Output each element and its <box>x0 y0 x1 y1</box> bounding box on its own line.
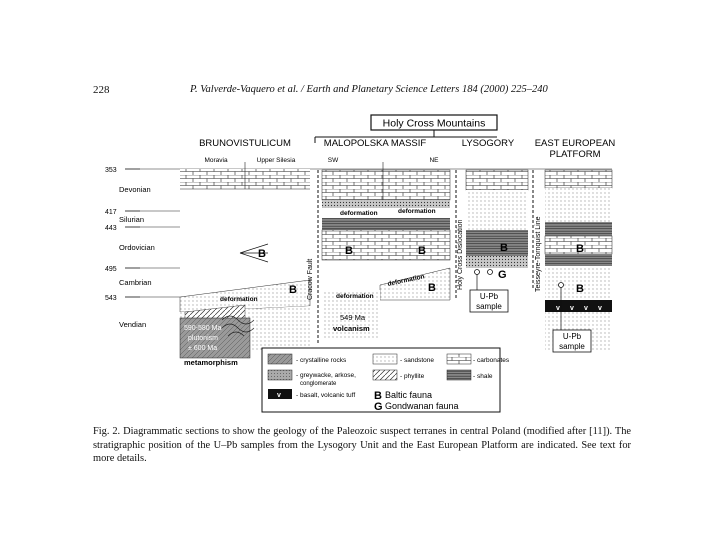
deformation-label-bv: deformation <box>220 296 258 303</box>
svg-text:v: v <box>277 392 281 399</box>
deformation-label-mm4: deformation <box>336 293 374 300</box>
age-axis: 353 417 443 495 543 Devonian Silurian Or… <box>105 167 155 329</box>
holy-cross-label: Holy Cross Dislocation <box>457 219 464 290</box>
svg-text:v: v <box>584 305 588 312</box>
period-silurian: Silurian <box>119 215 144 224</box>
baltic-b-ly: B <box>500 242 508 254</box>
legend-carbonates: - carbonates <box>473 357 510 364</box>
svg-text:v: v <box>556 305 560 312</box>
period-ordovician: Ordovician <box>119 243 155 252</box>
caption-text: Diagrammatic sections to show the geolog… <box>93 426 631 464</box>
period-cambrian: Cambrian <box>119 278 152 287</box>
legend-basalt: - basalt, volcanic tuff <box>296 392 355 399</box>
upb-label-ly1: U-Pb <box>480 292 499 301</box>
age-600-label: ± 600 Ma <box>188 345 217 352</box>
svg-text:v: v <box>570 305 574 312</box>
volcanism-label: volcanism <box>333 324 370 333</box>
age-495: 495 <box>105 266 117 273</box>
plutonism-label: plutonism <box>188 335 218 342</box>
column-malopolska: MALOPOLSKA MASSIF <box>324 138 427 149</box>
baltic-b-eep1: B <box>576 243 584 255</box>
gondwanan-g-ly: G <box>498 269 507 281</box>
tt-label: Teisseyre-Tornquist Line <box>535 216 542 292</box>
legend-gondwanan: Gondwanan fauna <box>385 401 459 411</box>
subcolumn-ne: NE <box>429 157 439 164</box>
legend-baltic: Baltic fauna <box>385 390 432 400</box>
title-box-text: Holy Cross Mountains <box>383 118 486 130</box>
upb-label-ly2: sample <box>476 302 502 311</box>
age-543: 543 <box>105 295 117 302</box>
running-header: 228 P. Valverde-Vaquero et al. / Earth a… <box>0 84 720 100</box>
metamorphism-label: metamorphism <box>184 358 238 367</box>
baltic-b-mm2: B <box>418 245 426 257</box>
legend: - crystalline rocks - sandstone - carbon… <box>261 347 510 413</box>
age-417: 417 <box>105 209 117 216</box>
column-eep-line2: PLATFORM <box>549 149 600 160</box>
age-590-label: 590-580 Ma <box>184 325 221 332</box>
brunovistulicum-section: deformation 590-580 Ma plutonism ± 600 M… <box>179 162 311 367</box>
legend-greywacke: - greywacke, arkose, <box>296 372 356 379</box>
svg-text:v: v <box>598 305 602 312</box>
baltic-b-mm3: B <box>428 282 436 294</box>
legend-sandstone: - sandstone <box>400 357 434 364</box>
figure-caption: Fig. 2. Diagrammatic sections to show th… <box>93 425 631 466</box>
subcolumn-upper-silesia: Upper Silesia <box>257 157 296 164</box>
legend-gondwanan-letter: G <box>374 401 383 413</box>
upb-label-eep2: sample <box>559 342 585 351</box>
baltic-b-eep2: B <box>576 283 584 295</box>
column-eep-line1: EAST EUROPEAN <box>535 138 616 149</box>
upb-label-eep1: U-Pb <box>563 332 582 341</box>
baltic-b-bv1: B <box>258 248 266 260</box>
title-box: Holy Cross Mountains <box>314 114 498 143</box>
running-title: P. Valverde-Vaquero et al. / Earth and P… <box>190 84 548 95</box>
deformation-label-mm1: deformation <box>340 210 378 217</box>
legend-conglomerate: conglomerate <box>300 381 337 387</box>
subcolumn-sw: SW <box>328 157 339 164</box>
deformation-label-mm2: deformation <box>398 208 436 215</box>
legend-crystalline: - crystalline rocks <box>296 357 347 364</box>
legend-baltic-letter: B <box>374 390 382 402</box>
page-number: 228 <box>93 84 110 96</box>
baltic-b-bv2: B <box>289 284 297 296</box>
subcolumn-moravia: Moravia <box>204 157 228 164</box>
legend-phyllite: - phyllite <box>400 373 425 380</box>
column-brunovistulicum: BRUNOVISTULICUM <box>199 138 291 149</box>
eep-section: v v v v B B U-Pb sample <box>544 169 613 353</box>
period-devonian: Devonian <box>119 185 151 194</box>
age-353: 353 <box>105 167 117 174</box>
lysogory-section: B G U-Pb sample <box>465 169 529 313</box>
column-lysogory: LYSOGORY <box>462 138 515 149</box>
malopolska-section: deformation deformation B B deformation … <box>321 162 451 340</box>
age-443: 443 <box>105 225 117 232</box>
cracow-fault-label: Cracow Fault <box>307 259 314 300</box>
period-vendian: Vendian <box>119 320 146 329</box>
legend-shale: - shale <box>473 373 493 380</box>
caption-label: Fig. 2. <box>93 426 121 437</box>
age-549-label: 549 Ma <box>340 313 366 322</box>
baltic-b-mm1: B <box>345 245 353 257</box>
